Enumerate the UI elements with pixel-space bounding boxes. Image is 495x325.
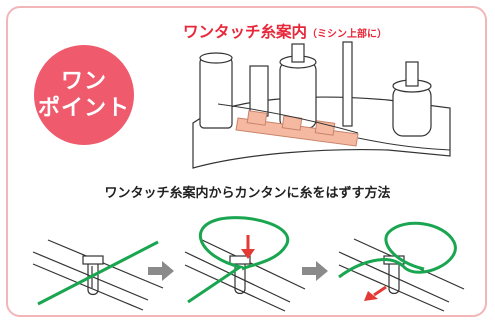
arrow-right-icon bbox=[148, 261, 174, 281]
header-note: （ミシン上部に） bbox=[307, 29, 388, 40]
badge-line-1: ワン bbox=[60, 69, 107, 94]
header-title-wrap: ワンタッチ糸案内（ミシン上部に） bbox=[183, 20, 387, 42]
step-2-illustration bbox=[184, 216, 306, 312]
header-title: ワンタッチ糸案内 bbox=[183, 23, 308, 41]
step-1-illustration bbox=[32, 239, 164, 311]
step-3-illustration bbox=[338, 221, 465, 312]
instruction-text: ワンタッチ糸案内からカンタンに糸をはずす方法 bbox=[104, 186, 391, 201]
machine-illustration bbox=[192, 41, 451, 169]
arrow-right-icon bbox=[302, 261, 328, 281]
one-point-badge: ワン ポイント bbox=[34, 45, 134, 145]
badge-line-2: ポイント bbox=[37, 96, 130, 121]
